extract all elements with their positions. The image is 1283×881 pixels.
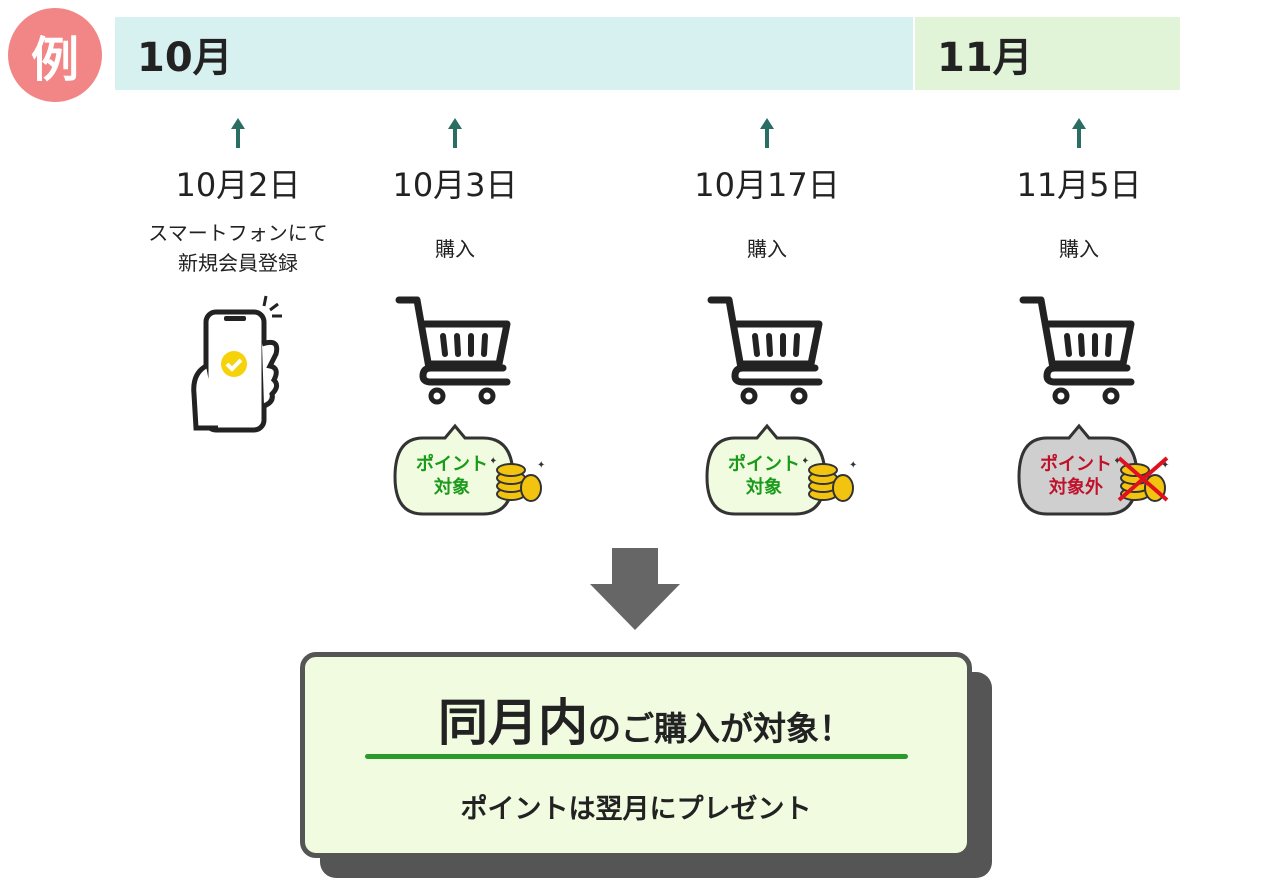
svg-text:✦: ✦ — [1161, 460, 1169, 471]
month-bar-november: 11月 — [915, 17, 1180, 90]
result-title: 同月内のご購入が対象！ — [365, 683, 925, 755]
event-caption: 購入 — [335, 234, 575, 264]
coins-crossed-icon: ✦✦ — [1113, 454, 1175, 508]
example-badge: 例 — [8, 8, 102, 102]
result-title-rest: のご購入が対象！ — [588, 709, 852, 748]
cart-icon — [395, 296, 515, 410]
bubble-line: ポイント — [416, 454, 488, 475]
svg-text:✦: ✦ — [537, 460, 545, 471]
event-caption-line: 新規会員登録 — [178, 251, 298, 275]
svg-text:✦: ✦ — [803, 456, 809, 467]
eligible-bubble: ポイント対象 ✦✦ — [393, 422, 563, 518]
timeline-arrow-icon — [448, 118, 462, 148]
event-date: 10月17日 — [694, 166, 840, 204]
result-box: 同月内のご購入が対象！ ポイントは翌月にプレゼント — [300, 652, 972, 858]
smartphone-check-icon — [188, 294, 288, 438]
bubble-line: 対象 — [434, 477, 470, 498]
event-caption-line: 購入 — [435, 237, 475, 261]
bubble-line: ポイント — [1040, 454, 1112, 475]
svg-text:✦: ✦ — [1115, 456, 1121, 467]
event-date: 10月3日 — [392, 166, 518, 204]
coins-icon: ✦✦ — [489, 454, 551, 508]
timeline-arrow-icon — [1072, 118, 1086, 148]
cart-icon — [1019, 296, 1139, 410]
coins-icon: ✦✦ — [801, 454, 863, 508]
bubble-text: ポイント対象 — [407, 453, 497, 499]
event-caption: 購入 — [647, 234, 887, 264]
event-caption-line: 購入 — [1059, 237, 1099, 261]
timeline-arrow-icon — [231, 118, 245, 148]
event-caption: スマートフォンにて新規会員登録 — [118, 218, 358, 278]
ineligible-bubble: ポイント対象外 ✦✦ — [1017, 422, 1187, 518]
cart-icon — [707, 296, 827, 410]
title-underline — [365, 754, 908, 759]
event-caption-line: スマートフォンにて — [148, 221, 328, 245]
bubble-text: ポイント対象外 — [1031, 453, 1121, 499]
bubble-line: ポイント — [728, 454, 800, 475]
svg-text:✦: ✦ — [491, 456, 497, 467]
bubble-text: ポイント対象 — [719, 453, 809, 499]
eligible-bubble: ポイント対象 ✦✦ — [705, 422, 875, 518]
timeline-arrow-icon — [760, 118, 774, 148]
event-caption-line: 購入 — [747, 237, 787, 261]
result-subtitle: ポイントは翌月にプレゼント — [460, 794, 812, 825]
event-date: 10月2日 — [175, 166, 301, 204]
event-caption: 購入 — [959, 234, 1199, 264]
result-title-emphasis: 同月内 — [438, 694, 588, 752]
event-date: 11月5日 — [1016, 166, 1142, 204]
down-arrow-icon — [590, 548, 680, 630]
bubble-line: 対象外 — [1049, 477, 1103, 498]
month-bar-october: 10月 — [115, 17, 913, 90]
svg-text:✦: ✦ — [849, 460, 857, 471]
bubble-line: 対象 — [746, 477, 782, 498]
